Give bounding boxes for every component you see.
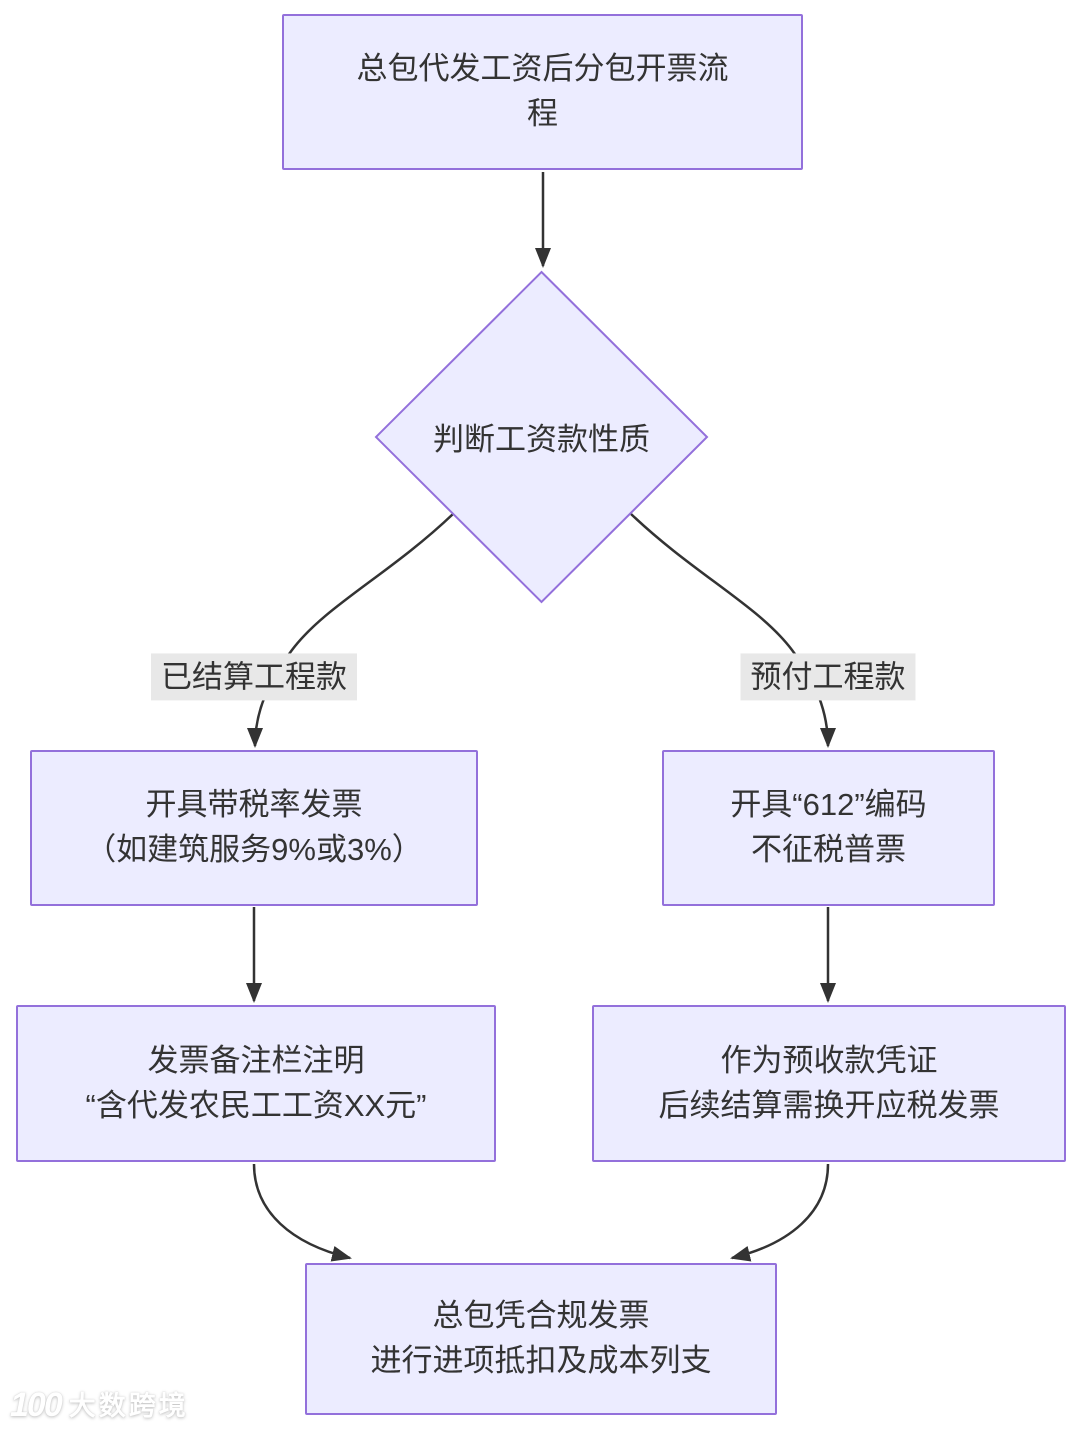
watermark: 100 大数跨境 bbox=[10, 1388, 189, 1422]
prepaid-invoice-line1: 开具“612”编码 bbox=[730, 787, 927, 823]
node-final: 总包凭合规发票 进行进项抵扣及成本列支 bbox=[305, 1263, 777, 1415]
dashukuajing-logo-icon: 100 bbox=[10, 1386, 63, 1424]
node-title-line2: 程 bbox=[527, 96, 558, 131]
prepaid-invoice-line2: 不征税普票 bbox=[751, 832, 906, 867]
decision-label: 判断工资款性质 bbox=[433, 422, 650, 457]
edge-decision-to-settled bbox=[247, 513, 454, 748]
decision-diamond bbox=[374, 270, 709, 604]
voucher-line2: 后续结算需换开应税发票 bbox=[658, 1087, 1000, 1123]
remark-line1: 发票备注栏注明 bbox=[147, 1042, 365, 1078]
edge-label-prepaid: 预付工程款 bbox=[740, 653, 916, 701]
edge-voucher-to-final bbox=[730, 1163, 830, 1262]
settled-invoice-line2: （如建筑服务9%或3%） bbox=[85, 832, 423, 867]
edge-remark-to-final bbox=[252, 1163, 352, 1262]
watermark-text: 大数跨境 bbox=[68, 1391, 189, 1422]
final-line1: 总包凭合规发票 bbox=[432, 1298, 650, 1334]
node-title: 总包代发工资后分包开票流 程 bbox=[282, 14, 803, 170]
node-settled-invoice: 开具带税率发票 （如建筑服务9%或3%） bbox=[30, 750, 478, 906]
node-voucher: 作为预收款凭证 后续结算需换开应税发票 bbox=[592, 1005, 1066, 1162]
edge-decision-to-prepaid bbox=[630, 513, 836, 748]
remark-line2: “含代发农民工工资XX元” bbox=[85, 1087, 427, 1123]
edge-label-settled: 已结算工程款 bbox=[151, 653, 357, 701]
final-line2: 进行进项抵扣及成本列支 bbox=[370, 1343, 712, 1378]
node-title-line1: 总包代发工资后分包开票流 bbox=[356, 51, 729, 87]
voucher-line1: 作为预收款凭证 bbox=[720, 1042, 938, 1078]
node-remark: 发票备注栏注明 “含代发农民工工资XX元” bbox=[16, 1005, 496, 1162]
settled-invoice-line1: 开具带税率发票 bbox=[145, 787, 363, 823]
node-prepaid-invoice: 开具“612”编码 不征税普票 bbox=[662, 750, 995, 906]
